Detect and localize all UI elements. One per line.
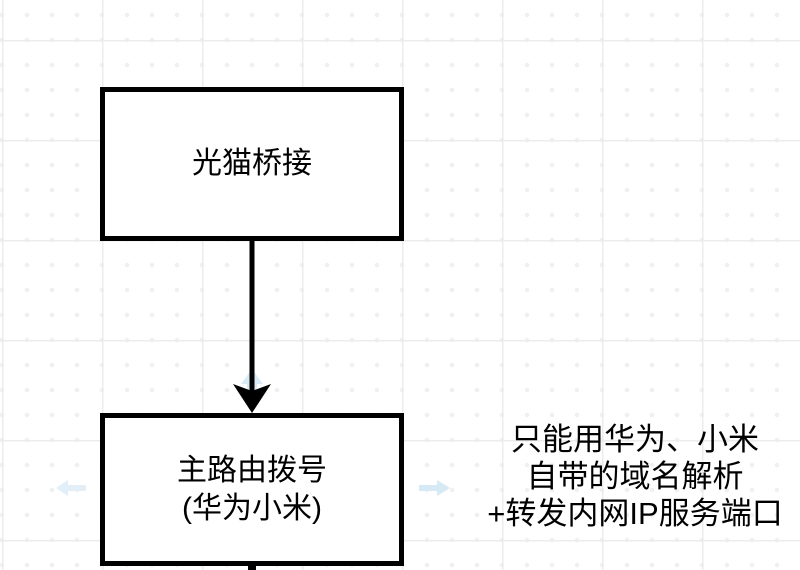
hint-arrow-right-icon[interactable] [419,480,450,496]
annotation-line: +转发内网IP服务端口 [487,496,783,531]
node-label-line2: (华为小米) [182,491,322,525]
connector-modem-to-router[interactable] [233,240,271,413]
annotation-line: 只能用华为、小米 [511,422,759,457]
hint-arrow-left-icon[interactable] [56,480,86,496]
node-label: 光猫桥接 [192,147,312,180]
connector-arrowhead-icon [233,384,271,413]
node-label-line1: 主路由拨号 [177,453,327,487]
annotation-line: 自带的域名解析 [526,459,744,494]
node-optical-modem-bridge[interactable]: 光猫桥接 [100,87,404,241]
node-main-router-dialup[interactable]: 主路由拨号 (华为小米) [100,413,404,566]
annotation-text[interactable]: 只能用华为、小米 自带的域名解析 +转发内网IP服务端口 [452,421,800,532]
